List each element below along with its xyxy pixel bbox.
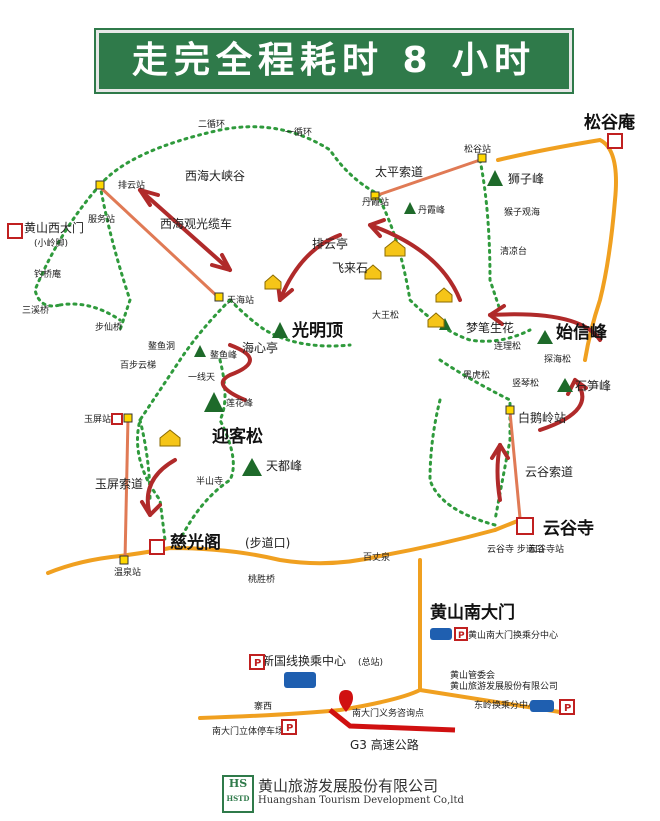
label-sanxi: 三溪桥 [22, 304, 49, 316]
label-banshansi: 半山寺 [196, 475, 223, 487]
label-feilai: 飞来石 [332, 261, 368, 275]
label-yuping-cable: 玉屏索道 [95, 477, 143, 491]
cable-stations [95, 153, 515, 565]
svg-text:P: P [458, 631, 465, 641]
label-haixinting: 海心亭 [242, 340, 278, 355]
label-lianhua: 莲花峰 [226, 397, 253, 409]
label-xihai-cable: 西海观光缆车 [160, 216, 232, 231]
label-buddha-mouth: (步道口) [245, 536, 290, 550]
label-parking-lot: 南大门立体停车场 [212, 725, 284, 737]
label-tianhai: 天海站 [227, 294, 254, 306]
label-yixiantian: 一线天 [188, 371, 215, 383]
label-tiandu: 天都峰 [266, 459, 302, 473]
svg-text:P: P [286, 723, 293, 734]
svg-text:P: P [564, 703, 571, 714]
label-baizhang: 百丈泉 [363, 551, 390, 563]
label-new-transfer: 新国线换乘中心 [262, 653, 346, 668]
label-houzi: 猴子观海 [504, 206, 540, 218]
label-highway: G3 高速公路 [350, 737, 419, 752]
label-yixun: 一循环 [285, 126, 312, 138]
label-guangming: 光明顶 [291, 320, 343, 341]
label-shizi: 狮子峰 [508, 172, 544, 186]
label-diaoqiao: 钓桥庵 [34, 268, 61, 280]
label-danxia-station: 丹霞站 [362, 196, 389, 208]
cableways [98, 158, 522, 561]
label-aoyudong: 鳌鱼洞 [148, 340, 175, 352]
label-yungu-station: 云谷寺站 [528, 543, 564, 555]
company-name-en: Huangshan Tourism Development Co,ltd [258, 795, 464, 806]
label-duomeng: 梦笔生花 [466, 320, 514, 335]
label-paiyunting: 排云亭 [312, 236, 348, 251]
label-ciguangge: 慈光阁 [170, 532, 221, 553]
label-baie: 白鹅岭站 [518, 410, 566, 425]
label-xihai-canyon: 西海大峡谷 [185, 168, 245, 183]
bus-icons [284, 628, 554, 712]
label-buxian: 步仙桥 [95, 321, 122, 333]
page-title: 走完全程耗时 8 小时 [96, 30, 572, 92]
label-yungu-cable: 云谷索道 [525, 465, 573, 479]
label-south-transfer: 黄山南大门换乘分中心 [468, 629, 558, 641]
label-taiping-cable: 太平索道 [375, 164, 423, 179]
company-name-cn: 黄山旅游发展股份有限公司 [258, 777, 439, 795]
label-yungu-temple: 云谷寺 [543, 518, 594, 539]
label-songgu: 松谷庵 [584, 112, 635, 133]
label-yungu-trail: 云谷寺 步道口 [487, 543, 544, 555]
label-dawangsong: 大王松 [372, 309, 399, 321]
label-yingkesong: 迎客松 [212, 426, 263, 447]
label-baibu: 百步云梯 [120, 359, 156, 371]
peak-markers [194, 170, 573, 476]
label-ersai: 二循环 [198, 118, 225, 130]
label-mgmt2: 黄山旅游发展股份有限公司 [450, 680, 558, 692]
label-west-gate: 黄山西大门 [24, 220, 84, 235]
label-tanhai: 探海松 [544, 353, 571, 365]
label-wenquan: 温泉站 [114, 566, 141, 578]
label-shisun: 石笋峰 [575, 378, 611, 393]
label-consult: 南大门义务咨询点 [352, 707, 424, 719]
label-qingliang: 清凉台 [500, 245, 527, 257]
label-service-station: 服务站 [88, 213, 115, 225]
label-danxia-peak: 丹霞峰 [418, 205, 445, 216]
temple-icons [7, 133, 623, 555]
label-dongling: 东岭换乘分中心 [474, 699, 537, 711]
label-heihu: 黑虎松 [463, 369, 490, 381]
label-zhaixi: 寨西 [254, 700, 272, 712]
label-shixin: 始信峰 [556, 322, 608, 343]
label-lianli: 连理松 [494, 340, 521, 352]
label-west-gate-sub: (小岭脚) [34, 237, 68, 249]
label-south-gate: 黄山南大门 [430, 602, 515, 623]
label-taoyuan: 桃胜桥 [248, 573, 275, 585]
highway-line [328, 708, 456, 733]
label-paiyun-station: 排云站 [118, 179, 145, 191]
label-aoyufeng: 鳌鱼峰 [210, 349, 237, 361]
location-pin-icon [339, 690, 353, 712]
label-new-transfer-sub: (总站) [358, 656, 383, 668]
hotel-icons [159, 239, 453, 447]
parking-icons: P P P P [249, 627, 575, 735]
label-shuqin: 竖琴松 [512, 377, 539, 389]
label-mgmt1: 黄山管委会 [450, 669, 495, 681]
label-songgu-station: 松谷站 [464, 143, 491, 155]
svg-text:P: P [254, 658, 261, 669]
label-yuping-station: 玉屏站 [84, 413, 111, 425]
route-arrows [138, 188, 602, 517]
